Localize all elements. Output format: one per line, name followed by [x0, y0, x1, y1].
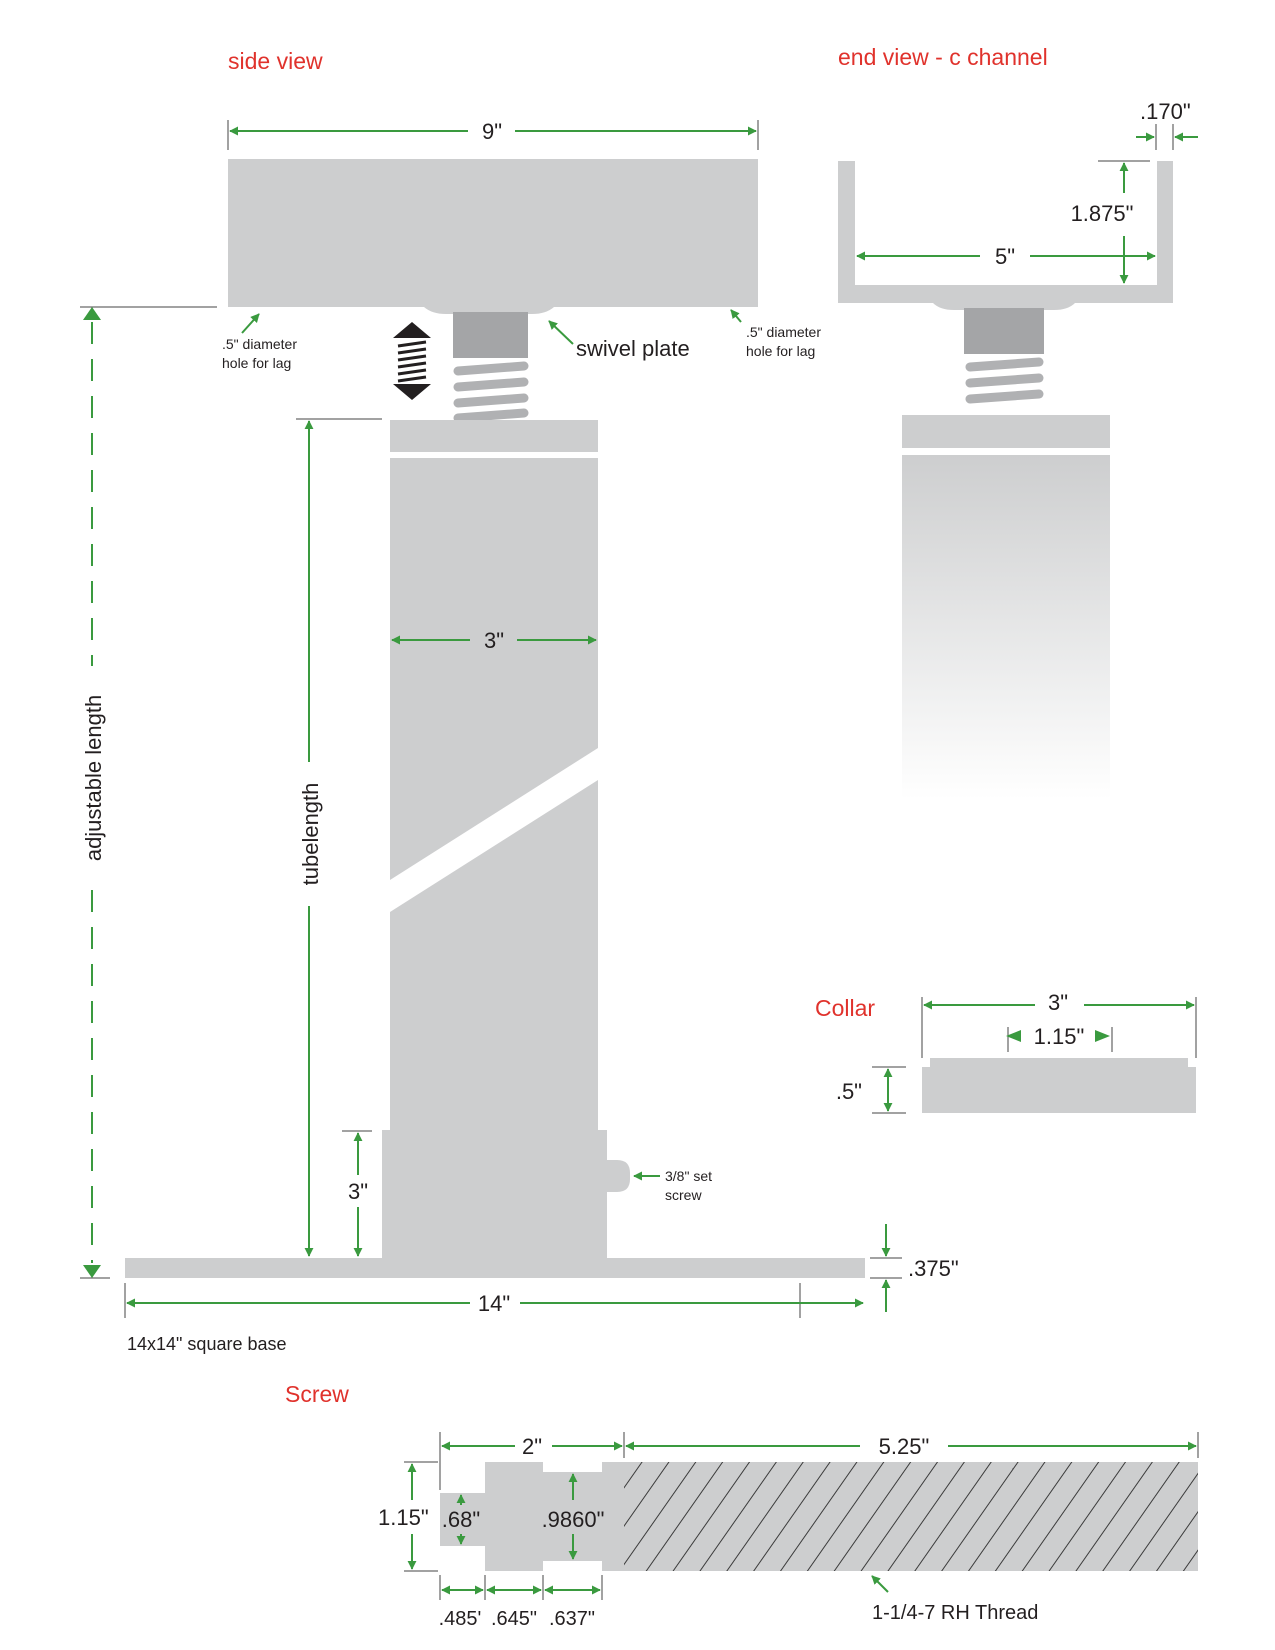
tube-lower [390, 780, 598, 1130]
base-thickness-label: .375" [908, 1256, 959, 1281]
base-width-label: 14" [478, 1291, 510, 1316]
sleeve-height-label: 3" [348, 1179, 368, 1204]
screw-thread [624, 1462, 1198, 1571]
screw-seg-2-label: .645" [491, 1608, 537, 1630]
collar-height-label: .5" [836, 1079, 862, 1104]
end-view-title: end view - c channel [838, 44, 1048, 70]
screw-detail: Screw 2" 5.25" 1.15" .68" .9860" [285, 1381, 1199, 1630]
hole-left-label-2: hole for lag [222, 355, 291, 371]
side-view: side view 9" .5" diameter hole for lag .… [80, 48, 959, 1354]
screw-neck-diameter-label: .9860" [542, 1507, 605, 1532]
base-note: 14x14" square base [127, 1334, 287, 1354]
collar-title: Collar [815, 995, 875, 1021]
tube-length-label: tubelength [298, 783, 323, 886]
screw-seg-3-label: .637" [549, 1608, 595, 1630]
collar-outer-width-label: 3" [1048, 990, 1068, 1015]
channel-width-dimension: 9" [227, 119, 759, 150]
hole-right-callout: .5" diameter hole for lag [730, 309, 821, 359]
hole-right-label-1: .5" diameter [746, 324, 821, 340]
swivel-plate-end [933, 303, 1075, 354]
sleeve-height-dimension: 3" [342, 1130, 372, 1257]
screw-title: Screw [285, 1381, 349, 1407]
tube-length-dimension: tubelength [296, 418, 382, 1257]
channel-width-label: 9" [482, 119, 502, 144]
screw-shank [440, 1462, 624, 1571]
hole-left-callout: .5" diameter hole for lag [222, 313, 297, 371]
collar-inner-width-label: 1.15" [1034, 1024, 1085, 1049]
base-sleeve [382, 1130, 607, 1258]
set-screw-head [607, 1160, 630, 1192]
screw-seg-1-label: .485' [439, 1608, 482, 1630]
inner-width-label: 5" [995, 244, 1015, 269]
adjustable-length-dimension: adjustable length [80, 306, 217, 1279]
adjust-arrows-icon [393, 322, 431, 400]
wall-height-label: 1.875" [1071, 201, 1134, 226]
wall-thickness-dimension: .170" [1136, 99, 1198, 150]
swivel-plate-label: swivel plate [576, 336, 690, 361]
tube-width-label: 3" [484, 628, 504, 653]
base-thickness-dimension: .375" [870, 1224, 959, 1312]
screw-major-diameter-label: 1.15" [378, 1505, 429, 1530]
collar-detail: Collar 3" 1.15" .5" [815, 990, 1197, 1114]
tube-width-dimension: 3" [391, 628, 597, 653]
adjustable-length-label: adjustable length [81, 695, 106, 861]
collar-profile [922, 1058, 1196, 1113]
tube-upper [390, 458, 598, 880]
base-width-dimension: 14" [124, 1283, 864, 1318]
set-screw-label-2: screw [665, 1187, 702, 1203]
c-channel-profile [838, 161, 1173, 303]
base-plate [125, 1258, 865, 1278]
set-screw-callout: 3/8" set screw [633, 1168, 712, 1203]
thread-spec-label: 1-1/4-7 RH Thread [872, 1602, 1038, 1624]
screw-unthreaded-length-label: 2" [522, 1434, 542, 1459]
swivel-plate-callout: swivel plate [548, 320, 690, 361]
screw-tip-diameter-label: .68" [442, 1507, 480, 1532]
inner-width-dimension: 5" [856, 244, 1156, 269]
c-channel-side [228, 159, 758, 307]
wall-thickness-label: .170" [1140, 99, 1191, 124]
hole-left-label-1: .5" diameter [222, 336, 297, 352]
spring-end [965, 357, 1044, 404]
collar-end [902, 415, 1110, 448]
screw-threaded-length-label: 5.25" [879, 1434, 930, 1459]
side-view-title: side view [228, 48, 323, 74]
tube-end [902, 455, 1110, 800]
spring [453, 361, 529, 423]
hole-right-label-2: hole for lag [746, 343, 815, 359]
swivel-plate [424, 307, 554, 358]
wall-height-dimension: 1.875" [1071, 160, 1150, 284]
collar-side [390, 420, 598, 452]
set-screw-label-1: 3/8" set [665, 1168, 712, 1184]
end-view: end view - c channel .170" 1.875" 5" [838, 44, 1198, 800]
